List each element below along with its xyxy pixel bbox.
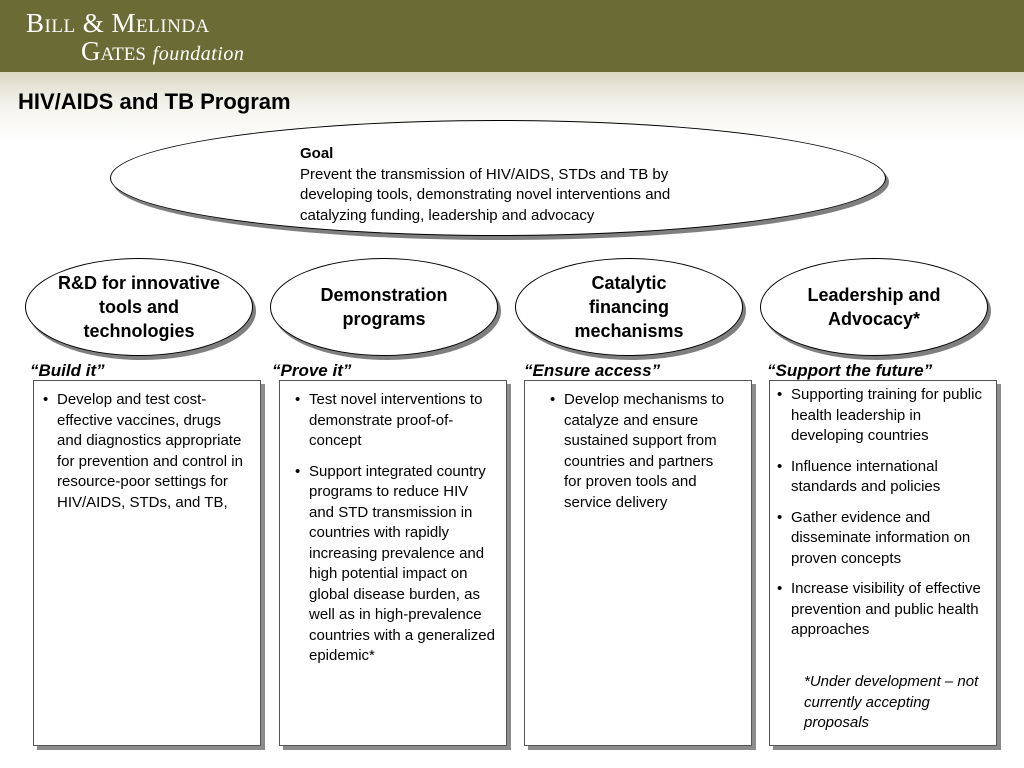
list-item: Influence international standards and po… [777,457,987,498]
pillar-rd-ellipse: R&D for innovative tools and technologie… [25,258,253,356]
pillar-leadership: Leadership and Advocacy* [760,258,991,360]
pillar-demo-title: Demonstration programs [320,285,448,329]
pillar-financing: Catalytic financing mechanisms [515,258,746,360]
pillar-financing-box: Develop mechanisms to catalyze and ensur… [524,380,756,750]
pillar-demo-ellipse: Demonstration programs [270,258,498,356]
pillar-rd-box: Develop and test cost-effective vaccines… [33,380,265,750]
goal-ellipse [110,120,890,240]
list-item: Supporting training for public health le… [777,385,987,447]
slogan-build-it: “Build it” [30,361,105,380]
pillar-demo-box: Test novel interventions to demonstrate … [279,380,511,750]
list-item: Test novel interventions to demonstrate … [295,390,497,452]
pillar-leadership-title: Leadership and Advocacy* [807,285,941,329]
pillar-rd: R&D for innovative tools and technologie… [25,258,256,360]
page-title: HIV/AIDS and TB Program [18,89,291,114]
pillar-financing-ellipse: Catalytic financing mechanisms [515,258,743,356]
goal-description: Prevent the transmission of HIV/AIDS, ST… [300,165,671,224]
logo-gates: Gates [81,36,146,66]
pillar-financing-title: Catalytic financing mechanisms [574,273,684,341]
logo-foundation: foundation [152,43,245,65]
goal-text-block: Goal Prevent the transmission of HIV/AID… [300,144,740,226]
list-item: Develop and test cost-effective vaccines… [43,390,248,513]
development-note: *Under development – not currently accep… [804,673,979,731]
logo-line-1: Bill & Melinda [26,8,210,38]
list-item: Increase visibility of effective prevent… [777,579,987,641]
list-item: Develop mechanisms to catalyze and ensur… [550,390,730,513]
list-item: Support integrated country programs to r… [295,462,497,667]
goal-title: Goal [300,145,334,162]
slogan-prove-it: “Prove it” [272,361,352,380]
header-banner [0,0,1024,72]
pillar-leadership-ellipse: Leadership and Advocacy* [760,258,988,356]
pillar-leadership-box: Supporting training for public health le… [769,380,1001,750]
foundation-logo: Bill & Melinda Gates foundation [26,8,244,67]
goal-ellipse-body [110,120,886,236]
slogan-ensure-access: “Ensure access” [524,361,661,380]
slogan-support-the-future: “Support the future” [767,361,933,380]
logo-line-2: Gates foundation [81,38,244,67]
pillar-rd-bullets: Develop and test cost-effective vaccines… [43,390,248,523]
pillar-demo: Demonstration programs [270,258,501,360]
pillar-rd-title: R&D for innovative tools and technologie… [57,273,221,341]
list-item: Gather evidence and disseminate informat… [777,508,987,570]
pillar-financing-bullets: Develop mechanisms to catalyze and ensur… [550,390,730,523]
pillar-demo-bullets: Test novel interventions to demonstrate … [295,390,497,677]
pillar-leadership-bullets: Supporting training for public health le… [777,385,987,651]
